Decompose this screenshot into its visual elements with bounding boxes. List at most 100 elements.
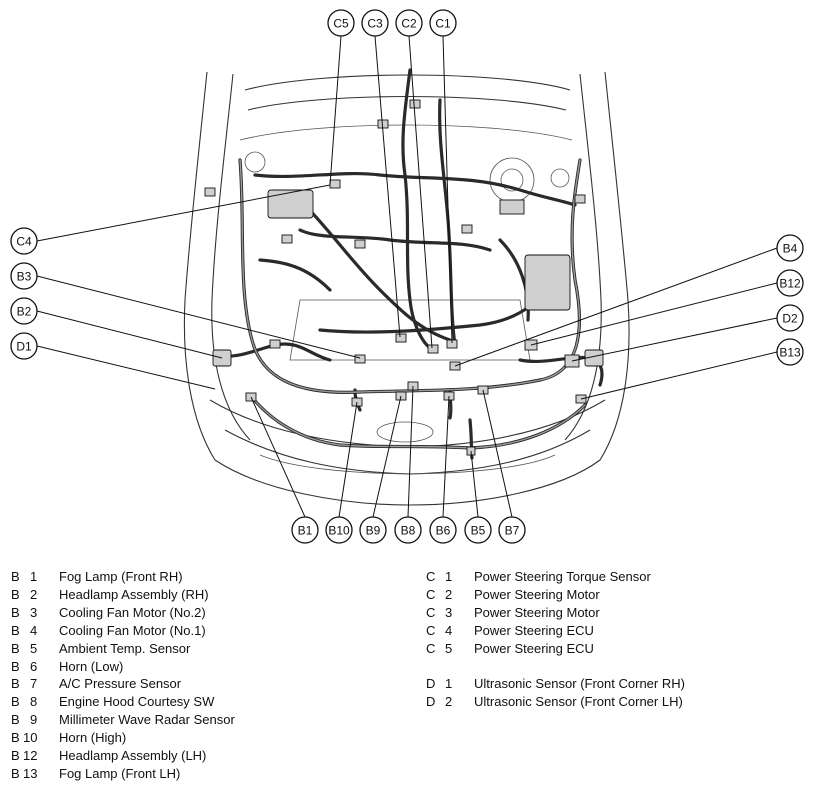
legend-code-prefix: C (426, 569, 436, 584)
callout-label: D2 (782, 312, 798, 326)
callout-label: C3 (367, 17, 383, 31)
callout-label: C4 (16, 235, 32, 249)
legend-code-prefix: B (11, 730, 20, 746)
legend-code-number: 1 (445, 676, 453, 692)
callout-circle (395, 9, 423, 37)
callout-circle (429, 516, 457, 544)
legend-name: Engine Hood Courtesy SW (59, 694, 215, 710)
callout-circle (429, 9, 457, 37)
legend-code-prefix: B (11, 622, 20, 638)
callout-label: B4 (783, 242, 798, 256)
callout-label: D1 (16, 340, 32, 354)
legend-code-number: 5 (30, 640, 38, 656)
callout-b2: B2 (10, 297, 38, 325)
legend-code-prefix: B (11, 676, 20, 692)
legend-name: Power Steering Motor (474, 586, 600, 602)
callout-circle (776, 304, 804, 332)
legend-name: Power Steering Torque Sensor (474, 569, 651, 584)
wire-harness (213, 68, 604, 460)
callout-d2: D2 (776, 304, 804, 332)
legend-code-prefix: B (11, 569, 20, 584)
callout-b8: B8 (394, 516, 422, 544)
legend-name: Millimeter Wave Radar Sensor (59, 712, 235, 728)
legend-name: Power Steering ECU (474, 640, 594, 656)
callout-circle (359, 516, 387, 544)
legend-code-prefix: C (426, 622, 436, 638)
callout-circle (776, 269, 804, 297)
legend-code-prefix: D (426, 694, 436, 710)
callout-c4: C4 (10, 227, 38, 255)
legend-name: Horn (Low) (59, 658, 124, 674)
legend-code-prefix: B (11, 694, 20, 710)
callout-b6: B6 (429, 516, 457, 544)
callout-label: B10 (328, 524, 350, 538)
legend-name: Headlamp Assembly (RH) (59, 586, 209, 602)
callout-circle (498, 516, 526, 544)
callout-label: B2 (17, 305, 32, 319)
legend-name: Ultrasonic Sensor (Front Corner LH) (474, 694, 683, 710)
callout-b3: B3 (10, 262, 38, 290)
legend-name: Power Steering ECU (474, 622, 594, 638)
callout-b9: B9 (359, 516, 387, 544)
callout-label: B3 (17, 270, 32, 284)
legend-name: Power Steering Motor (474, 604, 600, 620)
callout-circle (325, 516, 353, 544)
legend-name: Fog Lamp (Front LH) (59, 765, 181, 781)
callout-b1: B1 (291, 516, 319, 544)
callout-d1: D1 (10, 332, 38, 360)
callout-b4: B4 (776, 234, 804, 262)
callout-label: C2 (401, 17, 417, 31)
legend-code-number: 2 (445, 586, 453, 602)
callout-b5: B5 (464, 516, 492, 544)
legend-code-number: 1 (30, 569, 38, 584)
legend-code-prefix: C (426, 640, 436, 656)
callout-label: C1 (435, 17, 451, 31)
callout-label: B9 (366, 524, 381, 538)
callout-c2: C2 (395, 9, 423, 37)
legend-name: Ambient Temp. Sensor (59, 640, 191, 656)
legend-code-prefix: B (11, 604, 20, 620)
callout-label: B7 (505, 524, 520, 538)
legend-code-number: 2 (445, 694, 453, 710)
legend-code-prefix: B (11, 658, 20, 674)
callout-circle (776, 338, 804, 366)
callout-b10: B10 (325, 516, 353, 544)
callout-circle (361, 9, 389, 37)
legend-code-number: 12 (23, 748, 38, 764)
legend-code-number: 13 (23, 765, 38, 781)
callout-circle (776, 234, 804, 262)
callout-label: B1 (298, 524, 313, 538)
legend-spacer (426, 658, 685, 676)
legend-name: Cooling Fan Motor (No.1) (59, 622, 206, 638)
callout-b13: B13 (776, 338, 804, 366)
